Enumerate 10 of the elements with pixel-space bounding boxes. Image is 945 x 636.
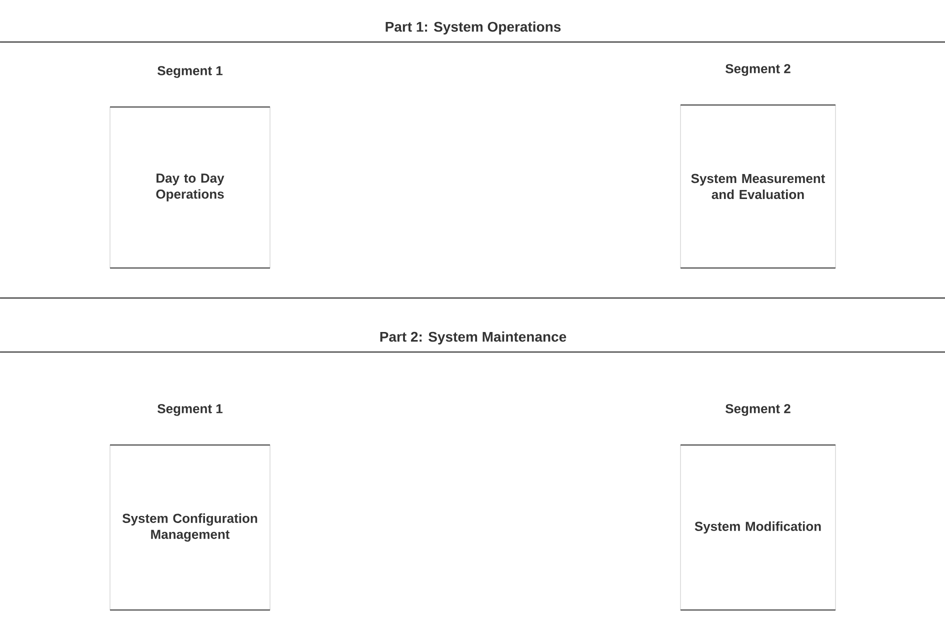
segment-heading: Segment 1 bbox=[158, 66, 222, 78]
segment-box: Day to Day Operations bbox=[109, 106, 271, 269]
segment-box: System Measurement and Evaluation bbox=[680, 104, 836, 269]
segment-heading: Segment 2 bbox=[726, 64, 790, 76]
segment-heading: Segment 1 bbox=[158, 404, 222, 416]
segment-heading: Segment 2 bbox=[726, 404, 790, 416]
section-title: Part 1: System Operations bbox=[386, 21, 561, 35]
section-title: Part 2: System Maintenance bbox=[380, 331, 566, 345]
segment-box: System Modification bbox=[680, 444, 836, 611]
segment-box: System Configuration Management bbox=[109, 444, 271, 611]
